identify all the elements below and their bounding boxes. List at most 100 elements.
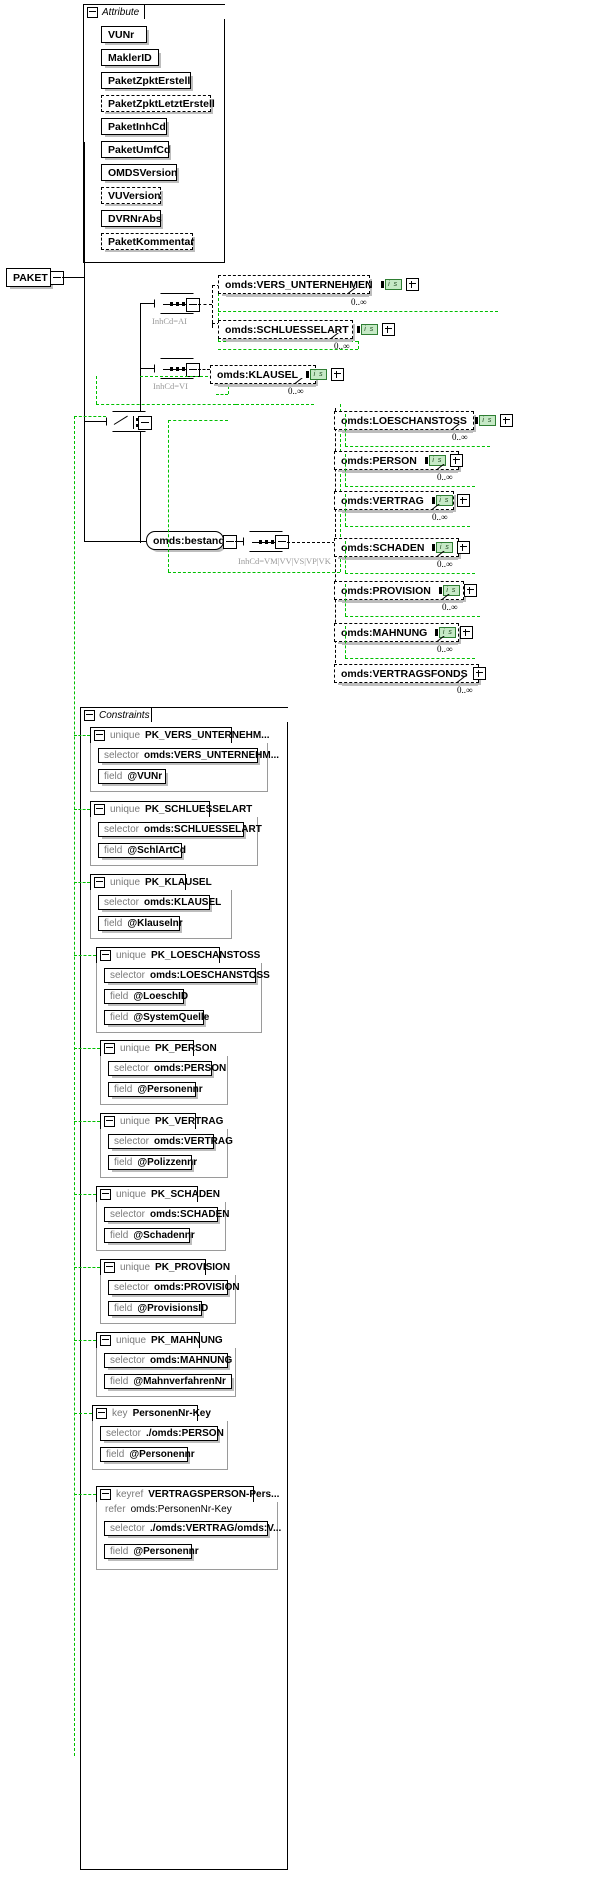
constraint-link bbox=[74, 1267, 100, 1268]
attribute-group-tab[interactable]: Attribute bbox=[83, 4, 145, 19]
attribute-paketzpktletzterstell[interactable]: PaketZpktLetztErstell bbox=[101, 95, 215, 112]
collapse-icon[interactable] bbox=[100, 1489, 111, 1500]
bestand-expander-icon[interactable] bbox=[223, 535, 237, 549]
element-schluesselart[interactable]: omds:SCHLUESSELART i s bbox=[218, 320, 395, 339]
expand-icon[interactable] bbox=[460, 626, 474, 639]
attribute-paketinhcd[interactable]: PaketInhCd bbox=[101, 118, 167, 135]
collapse-icon[interactable] bbox=[100, 1189, 111, 1200]
element-vertragsfonds[interactable]: omds:VERTRAGSFONDS bbox=[334, 664, 486, 683]
constraint-tab-pk-schluesselart[interactable]: unique PK_SCHLUESSELART bbox=[90, 801, 252, 817]
constraint-field-row[interactable]: field @Schadennr bbox=[104, 1228, 195, 1243]
constraint-selector-row[interactable]: selector omds:LOESCHANSTOSS bbox=[104, 968, 270, 983]
collapse-icon[interactable] bbox=[94, 877, 105, 888]
element-bestand[interactable]: omds:bestand bbox=[146, 531, 225, 550]
expand-icon[interactable] bbox=[456, 494, 470, 507]
element-schaden[interactable]: omds:SCHADEN i s bbox=[334, 538, 471, 557]
constraint-tab-pk-vers-unternehm[interactable]: unique PK_VERS_UNTERNEHM... bbox=[90, 727, 270, 743]
attribute-paketzpkterstell[interactable]: PaketZpktErstell bbox=[101, 72, 191, 89]
constraint-body-pk-schaden bbox=[96, 1202, 226, 1251]
constraint-selector-row[interactable]: selector omds:KLAUSEL bbox=[98, 895, 221, 910]
constraint-selector-row[interactable]: selector ./omds:VERTRAG/omds:V... bbox=[104, 1521, 281, 1536]
constraint-body-pk-loeschanstoss bbox=[96, 963, 262, 1033]
selector-value: omds:VERTRAG bbox=[154, 1136, 233, 1147]
expand-icon[interactable] bbox=[405, 278, 419, 291]
constraint-tab-pk-provision[interactable]: unique PK_PROVISION bbox=[100, 1259, 230, 1275]
collapse-icon[interactable] bbox=[104, 1262, 115, 1273]
element-vers-unternehmen[interactable]: omds:VERS_UNTERNEHMEN i s bbox=[218, 275, 419, 294]
sequence-vi-expander-icon[interactable] bbox=[186, 363, 200, 377]
field-label: field bbox=[106, 1449, 125, 1460]
selector-value: omds:VERS_UNTERNEHM... bbox=[144, 750, 280, 761]
attribute-maklerid[interactable]: MaklerID bbox=[101, 49, 159, 66]
constraint-selector-row[interactable]: selector omds:PERSON bbox=[108, 1061, 226, 1076]
expand-icon[interactable] bbox=[331, 368, 345, 381]
collapse-icon[interactable] bbox=[87, 6, 98, 18]
element-label: omds:VERTRAG bbox=[341, 494, 424, 507]
constraint-field-row[interactable]: field @ProvisionsID bbox=[108, 1301, 208, 1316]
collapse-icon[interactable] bbox=[94, 730, 105, 741]
constraint-name: PK_KLAUSEL bbox=[145, 877, 212, 888]
constraint-field-row[interactable]: field @VUNr bbox=[98, 769, 166, 784]
root-node-paket[interactable]: PAKET bbox=[6, 268, 51, 287]
attribute-paketumfcd[interactable]: PaketUmfCd bbox=[101, 141, 170, 158]
element-klausel[interactable]: omds:KLAUSEL i s bbox=[210, 365, 345, 384]
constraint-selector-row[interactable]: selector ./omds:PERSON bbox=[100, 1426, 224, 1441]
expand-icon[interactable] bbox=[463, 584, 477, 597]
expand-icon[interactable] bbox=[499, 414, 513, 427]
attribute-vunr[interactable]: VUNr bbox=[101, 26, 147, 43]
constraint-selector-row[interactable]: selector omds:SCHLUESSELART bbox=[98, 822, 262, 837]
constraint-selector-row[interactable]: selector omds:MAHNUNG bbox=[104, 1353, 232, 1368]
collapse-icon[interactable] bbox=[94, 804, 105, 815]
collapse-icon[interactable] bbox=[104, 1116, 115, 1127]
constraint-field-row[interactable]: field @SchlArtCd bbox=[98, 843, 186, 858]
constraint-field-row[interactable]: field @Personennr bbox=[100, 1447, 195, 1462]
element-mahnung[interactable]: omds:MAHNUNG i s bbox=[334, 623, 474, 642]
constraint-kind: unique bbox=[120, 1116, 151, 1127]
collapse-icon[interactable] bbox=[100, 1335, 111, 1346]
element-person[interactable]: omds:PERSON i s bbox=[334, 451, 463, 470]
constraint-tab-pk-vertrag[interactable]: unique PK_VERTRAG bbox=[100, 1113, 223, 1129]
field-value: @ProvisionsID bbox=[137, 1303, 209, 1314]
constraint-selector-row[interactable]: selector omds:SCHADEN bbox=[104, 1207, 229, 1222]
collapse-icon[interactable] bbox=[104, 1043, 115, 1054]
sequence-ai-expander-icon[interactable] bbox=[186, 298, 200, 312]
constraint-selector-row[interactable]: selector omds:VERTRAG bbox=[108, 1134, 233, 1149]
constraint-field-row[interactable]: field @Polizzennr bbox=[108, 1155, 197, 1170]
collapse-icon[interactable] bbox=[100, 950, 111, 961]
attribute-vuversion[interactable]: VUVersion bbox=[101, 187, 161, 204]
choice-expander-icon[interactable] bbox=[138, 416, 152, 430]
constraints-group-tab[interactable]: Constraints bbox=[80, 707, 152, 722]
constraint-field-row[interactable]: field @SystemQuelle bbox=[104, 1010, 209, 1025]
constraint-field-row[interactable]: field @Personennr bbox=[108, 1082, 203, 1097]
collapse-icon[interactable] bbox=[84, 709, 95, 721]
expand-icon[interactable] bbox=[381, 323, 395, 336]
constraint-selector-row[interactable]: selector omds:VERS_UNTERNEHM... bbox=[98, 748, 279, 763]
sequence-ai-annotation: InhCd=AI bbox=[152, 316, 188, 326]
constraint-tab-pk-loeschanstoss[interactable]: unique PK_LOESCHANSTOSS bbox=[96, 947, 260, 963]
constraint-tab-pk-klausel[interactable]: unique PK_KLAUSEL bbox=[90, 874, 212, 890]
element-vertrag[interactable]: omds:VERTRAG i s bbox=[334, 491, 470, 510]
attribute-omdsversion[interactable]: OMDSVersion bbox=[101, 164, 177, 181]
root-expander-icon[interactable] bbox=[50, 271, 64, 285]
attribute-paketkommentar[interactable]: PaketKommentar bbox=[101, 233, 194, 250]
constraint-field-row[interactable]: field @Klauselnr bbox=[98, 916, 183, 931]
attribute-dvrnrabs[interactable]: DVRNrAbs bbox=[101, 210, 162, 227]
constraint-tab-personennr-key[interactable]: key PersonenNr-Key bbox=[92, 1405, 211, 1421]
constraint-field-row[interactable]: field @LoeschID bbox=[104, 989, 188, 1004]
element-provision[interactable]: omds:PROVISION i s bbox=[334, 581, 477, 600]
constraint-tab-pk-schaden[interactable]: unique PK_SCHADEN bbox=[96, 1186, 220, 1202]
constraint-tab-pk-mahnung[interactable]: unique PK_MAHNUNG bbox=[96, 1332, 223, 1348]
constraint-field-row[interactable]: field @Personennr bbox=[104, 1544, 199, 1559]
expand-icon[interactable] bbox=[457, 541, 471, 554]
constraint-selector-row[interactable]: selector omds:PROVISION bbox=[108, 1280, 240, 1295]
occurrence-label-vertragsfonds: 0..∞ bbox=[457, 685, 473, 695]
constraint-tab-vertragsperson-keyref[interactable]: keyref VERTRAGSPERSON-Pers... bbox=[96, 1486, 279, 1502]
expand-icon[interactable] bbox=[472, 667, 486, 680]
constraint-tab-pk-person[interactable]: unique PK_PERSON bbox=[100, 1040, 217, 1056]
collapse-icon[interactable] bbox=[96, 1408, 107, 1419]
selector-value: omds:PROVISION bbox=[154, 1282, 240, 1293]
constraint-field-row[interactable]: field @MahnverfahrenNr bbox=[104, 1374, 232, 1389]
element-loeschanstoss[interactable]: omds:LOESCHANSTOSS i s bbox=[334, 411, 513, 430]
occurrence-label-provision: 0..∞ bbox=[442, 602, 458, 612]
expand-icon[interactable] bbox=[449, 454, 463, 467]
